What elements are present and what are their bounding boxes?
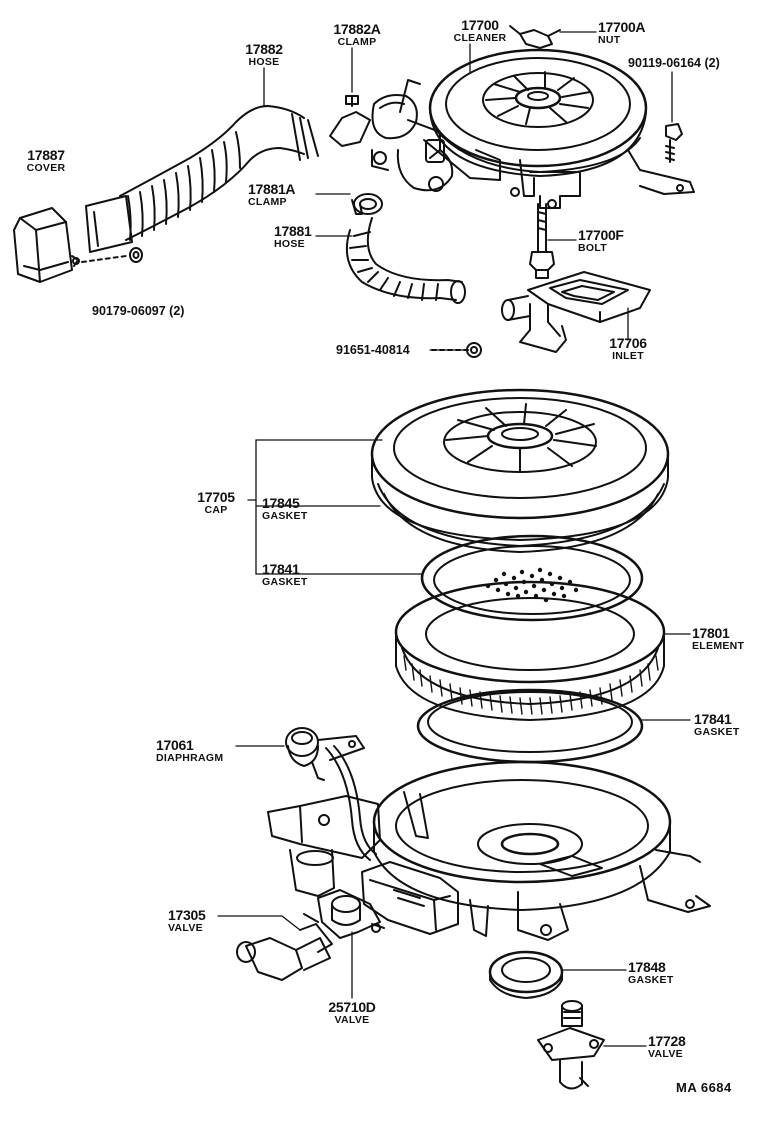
part-name: NUT	[598, 34, 621, 46]
label-17700f: 17700F BOLT	[578, 228, 624, 254]
label-17801: 17801 ELEMENT	[692, 626, 744, 652]
part-number: 17728	[648, 1033, 686, 1049]
label-17841-lower: 17841 GASKET	[694, 712, 740, 738]
label-17848: 17848 GASKET	[628, 960, 674, 986]
diaphragm-17061-drawing	[285, 727, 377, 861]
part-number: 17700A	[598, 19, 646, 35]
label-17882: 17882 HOSE	[245, 41, 283, 68]
part-number: 17845	[262, 495, 300, 511]
label-17728: 17728 VALVE	[648, 1033, 686, 1060]
label-25710d: 25710D VALVE	[328, 999, 376, 1026]
part-number: 17706	[609, 335, 647, 351]
cover-17887-drawing	[13, 207, 143, 283]
part-number: 17848	[628, 959, 666, 975]
part-name: INLET	[612, 350, 644, 362]
part-number: 17882A	[333, 21, 381, 37]
housing-base-drawing	[267, 760, 711, 941]
part-name: CLAMP	[337, 36, 377, 48]
hose-17882-drawing	[85, 105, 319, 253]
label-17841-upper: 17841 GASKET	[262, 562, 308, 588]
part-number: 17887	[27, 147, 65, 163]
cap-17705-drawing	[370, 388, 670, 553]
label-17845: 17845 GASKET	[262, 496, 308, 522]
part-name: HOSE	[248, 56, 280, 68]
figure-code: MA 6684	[676, 1080, 732, 1095]
part-number: 25710D	[328, 999, 376, 1015]
label-17305: 17305 VALVE	[168, 907, 206, 934]
part-name: GASKET	[262, 576, 308, 588]
part-name: DIAPHRAGM	[156, 752, 224, 764]
valve-17728-drawing	[537, 1000, 605, 1090]
element-17801-drawing	[394, 580, 666, 721]
part-name: HOSE	[274, 238, 305, 250]
label-17061: 17061 DIAPHRAGM	[156, 738, 223, 764]
part-number: 17700	[461, 17, 499, 33]
valve-25710d-drawing	[303, 889, 385, 939]
part-name: GASKET	[694, 726, 740, 738]
part-number: 17881	[274, 223, 312, 239]
air-cleaner-assembly-drawing	[329, 25, 695, 209]
gasket-17841-upper-drawing	[420, 534, 644, 622]
valve-17305-drawing	[236, 923, 333, 981]
part-number: 17705	[197, 489, 235, 505]
part-name: GASKET	[262, 510, 308, 522]
leader-lines	[217, 31, 691, 1047]
label-91651: 91651-40814	[336, 343, 410, 357]
hose-17881-drawing	[346, 193, 466, 304]
part-number: 17305	[168, 907, 206, 923]
part-number: 17841	[694, 711, 732, 727]
label-17700a: 17700A NUT	[598, 19, 646, 46]
part-name: BOLT	[578, 242, 607, 254]
label-17882a: 17882A CLAMP	[333, 21, 381, 48]
part-name: CAP	[204, 504, 228, 516]
part-number: 17801	[692, 625, 730, 641]
label-17881: 17881 HOSE	[274, 223, 312, 250]
part-number: 17882	[245, 41, 283, 57]
part-number: 17061	[156, 737, 194, 753]
bolt-17700f-drawing	[529, 203, 555, 279]
label-17700: 17700 CLEANER	[454, 18, 507, 44]
label-17706: 17706 INLET	[609, 335, 647, 362]
part-name: VALVE	[648, 1048, 683, 1060]
part-name: VALVE	[334, 1014, 370, 1026]
part-name: GASKET	[628, 974, 674, 986]
gasket-17848-drawing	[488, 950, 564, 999]
part-number: 17881A	[248, 181, 296, 197]
part-name: CLAMP	[248, 196, 287, 208]
part-name: CLEANER	[453, 32, 507, 44]
label-17887: 17887 COVER	[27, 148, 66, 174]
label-17881a: 17881A CLAMP	[248, 181, 296, 208]
part-name: COVER	[26, 162, 66, 174]
label-90119: 90119-06164 (2)	[628, 56, 720, 70]
label-90179: 90179-06097 (2)	[92, 304, 185, 318]
label-17705: 17705 CAP	[197, 489, 235, 516]
part-number: 17841	[262, 561, 300, 577]
part-name: VALVE	[168, 922, 203, 934]
part-number: 17700F	[578, 227, 624, 243]
part-name: ELEMENT	[692, 640, 745, 652]
